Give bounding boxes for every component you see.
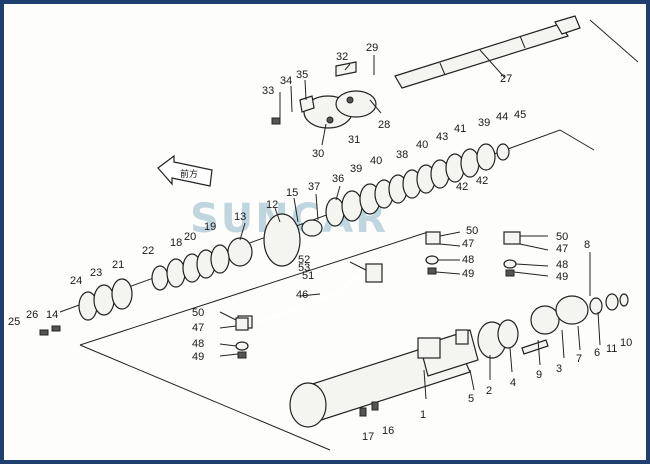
direction-arrow-icon bbox=[157, 154, 213, 187]
callout-49b: 49 bbox=[556, 271, 568, 283]
callout-43: 43 bbox=[436, 131, 448, 143]
callout-12: 12 bbox=[266, 199, 278, 211]
callout-19: 19 bbox=[204, 221, 216, 233]
callout-44: 44 bbox=[496, 111, 508, 123]
bolt-25-26-part bbox=[39, 325, 61, 336]
ring-stack-upper bbox=[325, 143, 510, 227]
callout-15: 15 bbox=[286, 187, 298, 199]
upper-housing-part bbox=[299, 61, 377, 129]
callout-45: 45 bbox=[514, 109, 526, 121]
callout-35: 35 bbox=[296, 69, 308, 81]
callout-50a: 50 bbox=[466, 225, 478, 237]
callout-6: 6 bbox=[594, 347, 600, 359]
callout-11: 11 bbox=[606, 343, 617, 355]
callout-51: 51 bbox=[302, 270, 314, 282]
callout-50c: 50 bbox=[192, 307, 204, 319]
callout-27: 27 bbox=[500, 73, 512, 85]
callout-24: 24 bbox=[70, 275, 82, 287]
callout-37: 37 bbox=[308, 181, 320, 193]
callout-48b: 48 bbox=[556, 259, 568, 271]
callout-4: 4 bbox=[510, 377, 516, 389]
callout-8: 8 bbox=[584, 239, 590, 251]
callout-39b: 39 bbox=[478, 117, 490, 129]
callout-5: 5 bbox=[468, 393, 474, 405]
callout-29: 29 bbox=[366, 42, 378, 54]
callout-9: 9 bbox=[536, 369, 542, 381]
callout-18: 18 bbox=[170, 237, 182, 249]
callout-47c: 47 bbox=[192, 322, 204, 334]
callout-14: 14 bbox=[46, 309, 58, 321]
callout-16: 16 bbox=[382, 425, 394, 437]
upper-shaft-part bbox=[394, 15, 581, 89]
fitting-group-center bbox=[425, 231, 441, 275]
callout-21: 21 bbox=[112, 259, 124, 271]
flange-gear-part bbox=[227, 213, 323, 267]
callout-42a: 42 bbox=[456, 181, 468, 193]
callout-23: 23 bbox=[90, 267, 102, 279]
leader-lines bbox=[219, 49, 601, 400]
callout-10: 10 bbox=[620, 337, 632, 349]
callout-33: 33 bbox=[262, 85, 274, 97]
bolt-16-17-part bbox=[359, 401, 379, 417]
callout-40b: 40 bbox=[416, 139, 428, 151]
callout-50b: 50 bbox=[556, 231, 568, 243]
callout-25: 25 bbox=[8, 316, 20, 328]
callout-20: 20 bbox=[184, 231, 196, 243]
callout-3: 3 bbox=[556, 363, 562, 375]
direction-tag-text: 前方 bbox=[180, 168, 198, 179]
callout-28: 28 bbox=[378, 119, 390, 131]
callout-40a: 40 bbox=[370, 155, 382, 167]
callout-2: 2 bbox=[486, 385, 492, 397]
callout-17: 17 bbox=[362, 431, 374, 443]
callout-48a: 48 bbox=[462, 254, 474, 266]
callout-52: 52 bbox=[298, 254, 310, 266]
callout-47b: 47 bbox=[556, 243, 568, 255]
callout-41: 41 bbox=[454, 123, 466, 135]
callout-53: 53 bbox=[298, 262, 310, 274]
callout-49c: 49 bbox=[192, 351, 204, 363]
callout-labels: 1 2 3 4 5 6 7 8 9 10 11 12 13 14 15 16 1… bbox=[8, 42, 632, 443]
callout-26: 26 bbox=[26, 309, 38, 321]
callout-7: 7 bbox=[576, 353, 582, 365]
callout-42b: 42 bbox=[476, 175, 488, 187]
main-cylinder-body bbox=[289, 329, 479, 428]
callout-36: 36 bbox=[332, 173, 344, 185]
callout-30: 30 bbox=[312, 148, 324, 160]
callout-48c: 48 bbox=[192, 338, 204, 350]
callout-31: 31 bbox=[348, 134, 360, 146]
fitting-group-right bbox=[503, 231, 521, 277]
callout-32: 32 bbox=[336, 51, 348, 63]
callout-1: 1 bbox=[420, 409, 426, 421]
callout-46: 46 bbox=[296, 289, 308, 301]
callout-22: 22 bbox=[142, 245, 154, 257]
callout-47a: 47 bbox=[462, 238, 474, 250]
ring-stack-lower bbox=[78, 244, 230, 321]
callout-39a: 39 bbox=[350, 163, 362, 175]
callout-38: 38 bbox=[396, 149, 408, 161]
fitting-group-left bbox=[235, 317, 249, 359]
callout-34: 34 bbox=[280, 75, 292, 87]
callout-49a: 49 bbox=[462, 268, 474, 280]
bolt-33-part bbox=[271, 117, 281, 125]
callout-13: 13 bbox=[234, 211, 246, 223]
